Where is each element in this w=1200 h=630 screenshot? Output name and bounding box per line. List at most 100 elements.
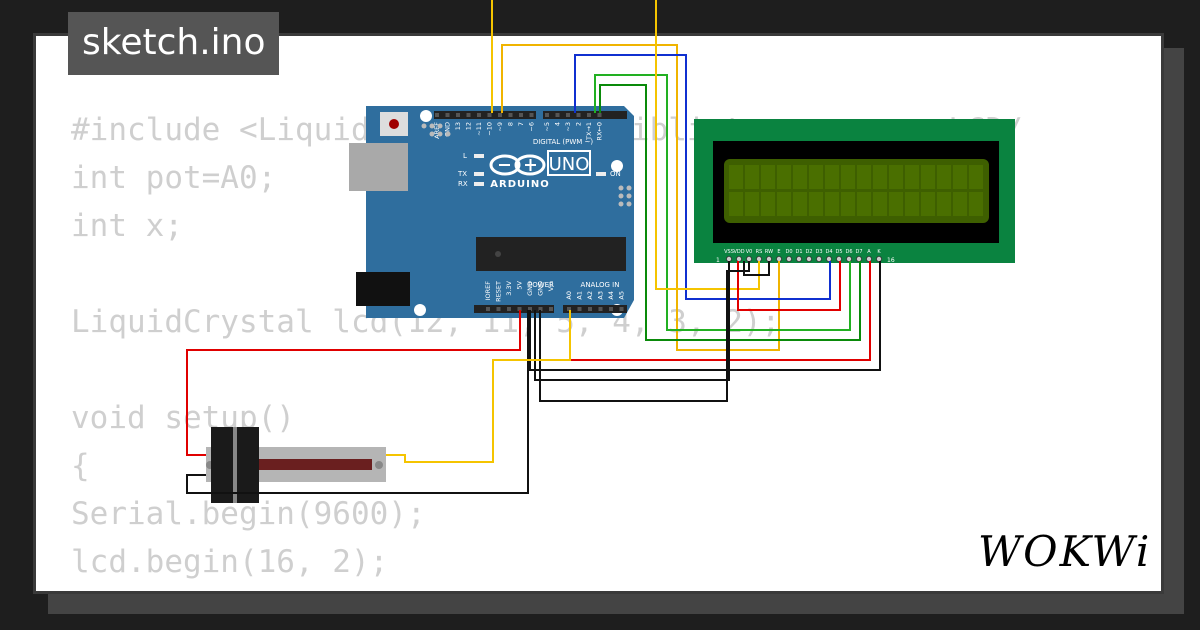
pot-knob-line [233,427,237,503]
power-pin-label: 3.3V [505,280,513,295]
digital-pin-label: TX→1 [585,122,593,141]
icsp-pin [618,201,624,207]
lcd-pin [826,255,833,262]
digital-pin-label: ~11 [475,122,483,136]
lcd-cell [905,192,919,216]
lcd-cell [745,192,759,216]
header-pin [576,113,581,117]
slide-potentiometer[interactable] [206,427,386,503]
header-pin [598,307,603,311]
icsp-pin [429,131,435,137]
power-jack [356,272,410,306]
lcd-cell [793,165,807,189]
lcd-pin-1-label: 1 [716,257,720,264]
digital-pin-label: ~6 [528,122,536,132]
arduino-brand-label: ARDUINO [490,179,549,190]
lcd-cell [873,165,887,189]
lcd-pin [816,255,823,262]
analog-pin-label: A4 [607,291,615,300]
digital-pin-label: 2 [575,122,583,126]
header-strip [563,305,627,313]
header-pin [619,307,624,311]
wire [574,54,831,300]
analog-label: ANALOG IN [581,281,620,289]
file-name-tab[interactable]: sketch.ino [68,12,280,75]
pot-screw [375,461,383,469]
header-pin [529,113,534,117]
lcd-pin-label: D2 [805,249,812,255]
chip-dot [495,251,501,257]
digital-pin-label: ~3 [564,122,572,132]
power-label: POWER [528,281,554,289]
lcd-pin-label: D4 [825,249,832,255]
lcd-pin [746,255,753,262]
header-pin [609,307,613,311]
icsp-pin [618,185,624,191]
lcd-cell [761,192,775,216]
header-pin [545,113,549,117]
uno-box [547,150,591,176]
lcd-cell [809,165,823,189]
header-pin [498,113,502,117]
header-pin [477,113,481,117]
digital-pin-label: 7 [517,122,525,126]
power-pin-label: 5V [516,280,524,289]
header-pin [486,307,490,311]
icsp-pin [429,123,435,129]
header-strip [474,305,554,313]
led-tx [474,172,484,176]
lcd-cell [953,165,967,189]
digital-pin-label: AREF [433,122,441,139]
uno-label: UNO [549,154,590,175]
header-pin [567,307,571,311]
lcd-cell [825,192,839,216]
lcd-pin [856,255,863,262]
code-line: int pot=A0; [71,160,277,196]
lcd-pin-16-label: 16 [887,257,895,264]
icsp-pin [626,193,632,199]
lcd-cell [841,165,855,189]
lcd-pin-label: D5 [835,249,842,255]
lcd-pin-label: D6 [845,249,852,255]
digital-pin-label: 8 [507,122,515,126]
wire [501,44,780,351]
code-line: lcd.begin(16, 2); [71,544,389,580]
power-pin-label: Vin [547,281,555,291]
power-pin-label: GND [526,281,534,296]
digital-pin-label: RX←0 [596,122,604,141]
analog-pin-label: A5 [618,291,626,300]
header-pin [466,113,471,117]
icsp-pin [421,123,427,129]
lcd-pin-label: A [867,249,871,255]
icsp-pin [437,131,443,137]
wokwi-logo: WOKWi [978,527,1151,576]
header-pin [588,307,592,311]
lcd-pin-label: VSS [724,249,734,255]
lcd-cell [889,165,903,189]
code-line: int x; [71,208,183,244]
wire [737,261,841,311]
lcd-pin-label: RW [765,249,773,255]
lcd-cell [777,192,791,216]
lcd-cell [761,165,775,189]
svg-text:WOKWi: WOKWi [978,527,1151,576]
header-strip [434,111,536,119]
lcd-cell [953,192,967,216]
lcd-pin-label: D0 [785,249,792,255]
header-pin [555,113,560,117]
analog-pin-label: A2 [586,291,594,300]
power-pin-label: GND [537,281,545,296]
lcd-pin-label: V0 [746,249,753,255]
digital-pin-label: 4 [554,122,562,126]
pot-track [250,459,372,470]
lcd-cell [809,192,823,216]
led-on [596,172,606,176]
header-strip [543,111,627,119]
lcd-cell [921,192,935,216]
wire [743,261,770,276]
power-pin-label: IOREF [484,281,492,301]
reset-button-cap [389,119,399,129]
